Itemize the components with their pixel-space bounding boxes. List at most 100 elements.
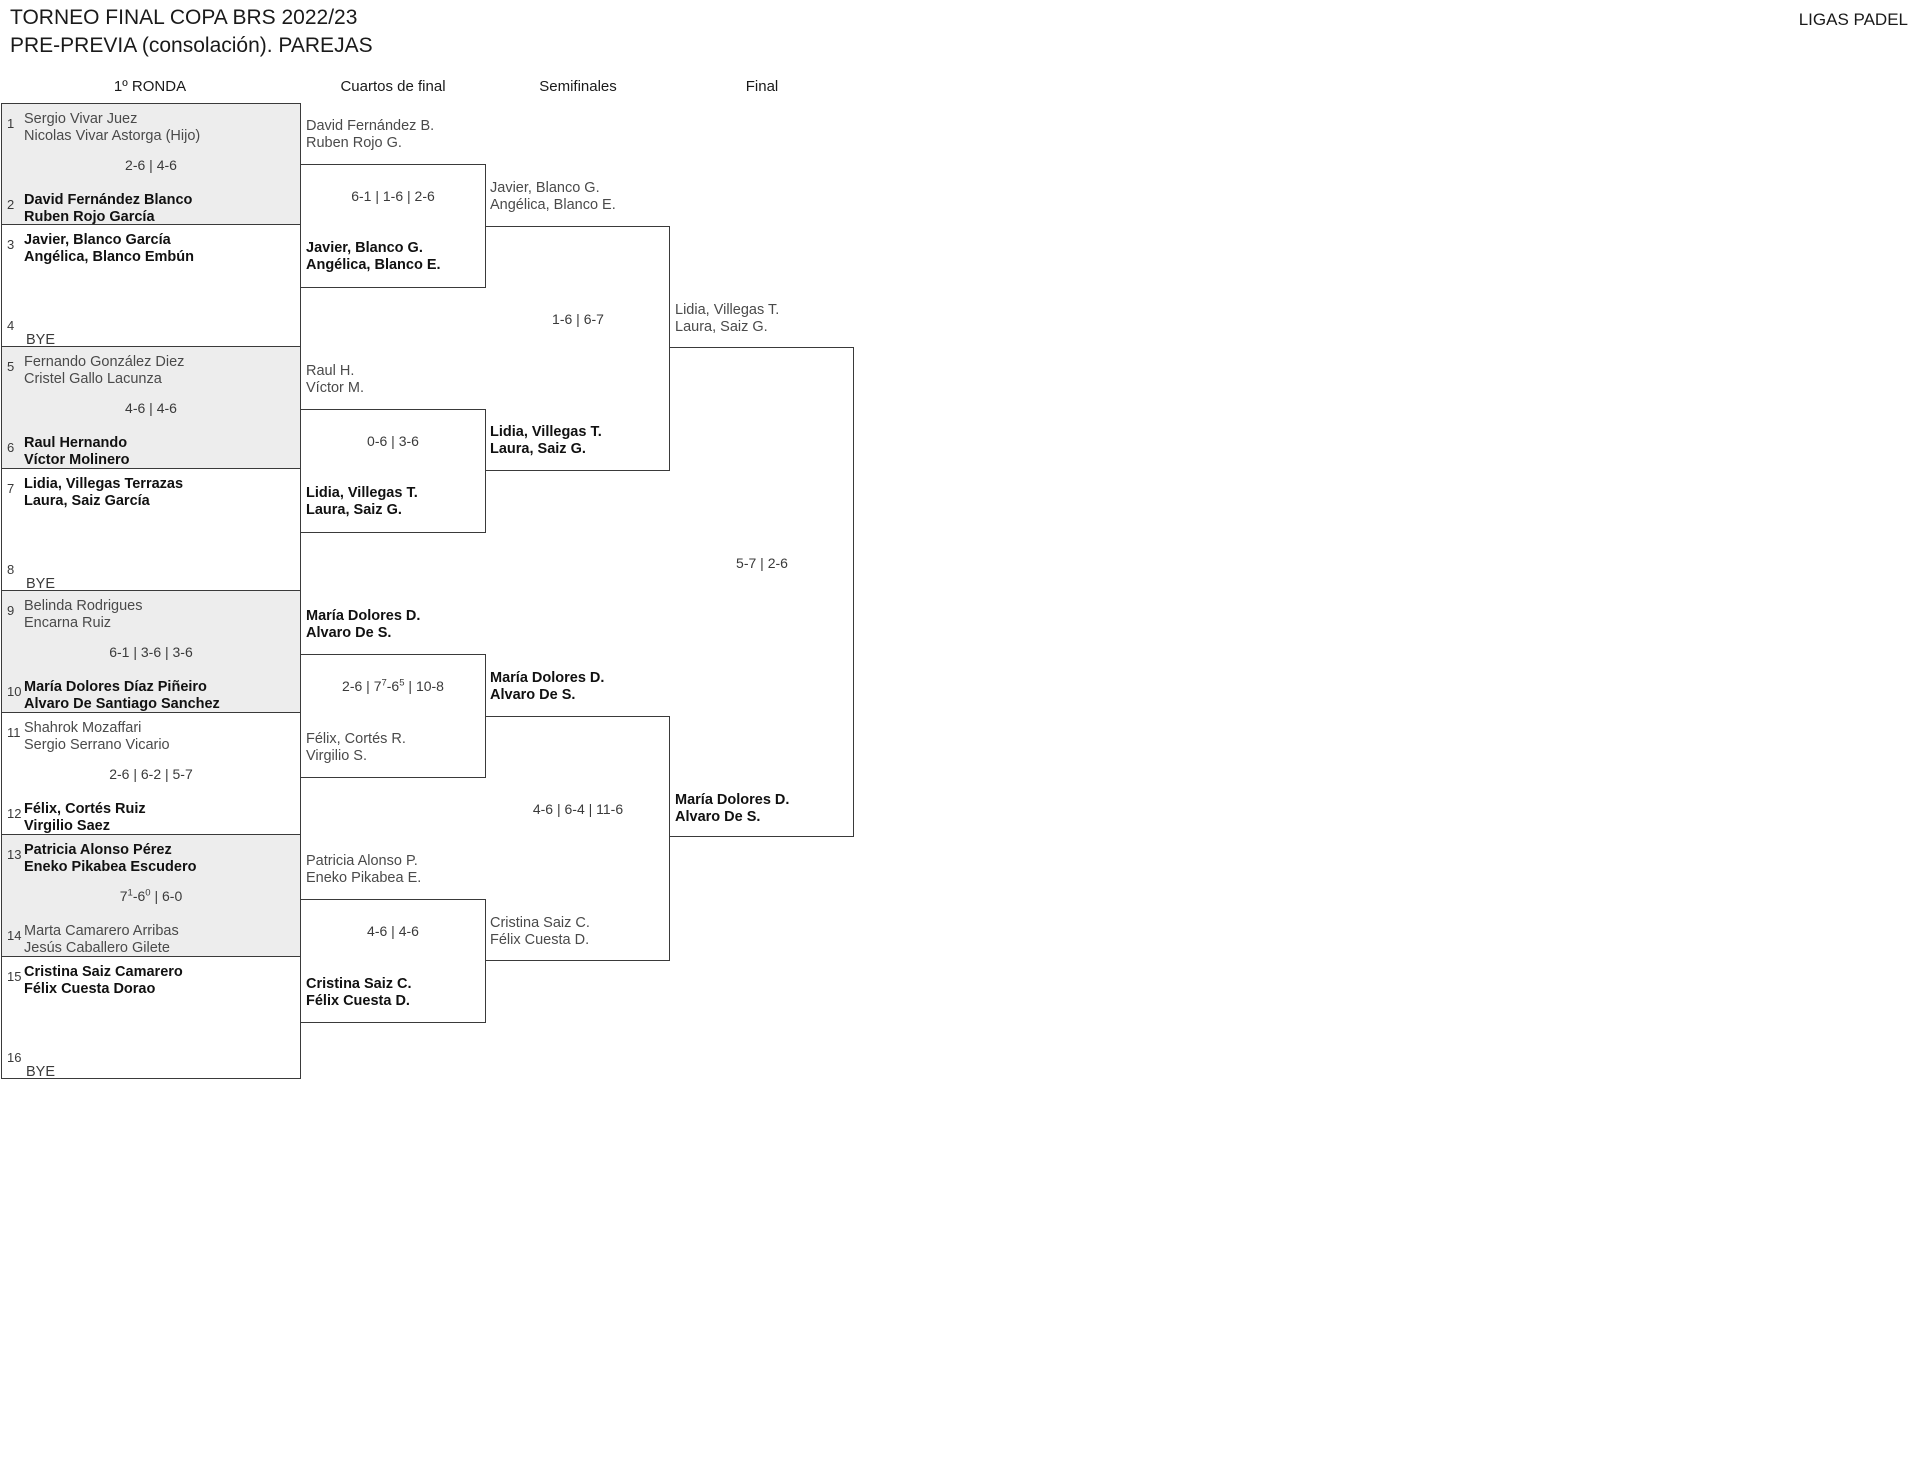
r1-match-5[interactable]: 9 Belinda Rodrigues Encarna Ruiz 6-1 | 3…: [1, 591, 301, 713]
player-line-2: Jesús Caballero Gilete: [24, 939, 170, 956]
player-line-1: María Dolores D.: [675, 792, 790, 808]
r1-slot-15[interactable]: 15 Cristina Saiz Camarero Félix Cuesta D…: [2, 957, 300, 1018]
seed-number: 10: [7, 684, 22, 699]
qf-match-4-score: 4-6 | 4-6: [367, 923, 419, 939]
sf-match-1-score: 1-6 | 6-7: [552, 311, 604, 327]
qf-match-4-box[interactable]: [301, 899, 486, 1023]
player-line-2: Laura, Saiz García: [24, 492, 150, 509]
player-line-2: Félix Cuesta D.: [306, 992, 410, 1009]
r1-slot-10[interactable]: 10 María Dolores Díaz Piñeiro Alvaro De …: [2, 652, 300, 713]
player-line-2: Angélica, Blanco E.: [306, 256, 441, 273]
qf-match-4-top: Patricia Alonso P. Eneko Pikabea E.: [306, 853, 421, 886]
seed-number: 2: [7, 197, 15, 212]
player-line-1: Patricia Alonso P.: [306, 853, 418, 869]
player-names: Lidia, Villegas Terrazas Laura, Saiz Gar…: [24, 476, 296, 509]
player-line-2: Encarna Ruiz: [24, 614, 112, 631]
player-line-1: Belinda Rodrigues: [24, 598, 143, 614]
bye-label: BYE: [26, 332, 56, 348]
r1-slot-13[interactable]: 13 Patricia Alonso Pérez Eneko Pikabea E…: [2, 835, 300, 896]
r1-slot-3[interactable]: 3 Javier, Blanco García Angélica, Blanco…: [2, 225, 300, 286]
player-line-1: Fernando González Diez: [24, 354, 185, 370]
qf-match-2-bottom: Lidia, Villegas T. Laura, Saiz G.: [306, 485, 418, 518]
final-match-box[interactable]: [669, 347, 854, 837]
sf-match-1-top: Javier, Blanco G. Angélica, Blanco E.: [490, 180, 616, 213]
final-top: Lidia, Villegas T. Laura, Saiz G.: [675, 302, 779, 335]
r1-match-2[interactable]: 3 Javier, Blanco García Angélica, Blanco…: [1, 225, 301, 348]
player-names: Fernando González Diez Cristel Gallo Lac…: [24, 354, 296, 387]
match-divider: [2, 834, 300, 835]
r1-slot-5[interactable]: 5 Fernando González Diez Cristel Gallo L…: [2, 347, 300, 408]
seed-number: 3: [7, 237, 15, 252]
player-names: David Fernández Blanco Ruben Rojo García: [24, 192, 296, 225]
player-line-1: Marta Camarero Arribas: [24, 923, 179, 939]
player-line-1: Lidia, Villegas T.: [490, 424, 602, 440]
qf-match-2-box[interactable]: [301, 409, 486, 533]
r1-slot-9[interactable]: 9 Belinda Rodrigues Encarna Ruiz: [2, 591, 300, 652]
seed-number: 5: [7, 359, 15, 374]
r1-match-6[interactable]: 11 Shahrok Mozaffari Sergio Serrano Vica…: [1, 713, 301, 835]
r1-slot-6[interactable]: 6 Raul Hernando Víctor Molinero: [2, 408, 300, 469]
sf-match-2-box[interactable]: [485, 716, 670, 961]
r1-slot-2[interactable]: 2 David Fernández Blanco Ruben Rojo Garc…: [2, 165, 300, 226]
qf-match-3-bottom: Félix, Cortés R. Virgilio S.: [306, 731, 406, 764]
match-score: 4-6 | 4-6: [125, 400, 177, 416]
player-line-1: Lidia, Villegas Terrazas: [24, 476, 184, 492]
r1-slot-8[interactable]: 8 BYE: [2, 530, 300, 592]
r1-match-8[interactable]: 15 Cristina Saiz Camarero Félix Cuesta D…: [1, 957, 301, 1080]
r1-slot-14[interactable]: 14 Marta Camarero Arribas Jesús Caballer…: [2, 896, 300, 957]
r1-slot-11[interactable]: 11 Shahrok Mozaffari Sergio Serrano Vica…: [2, 713, 300, 774]
player-line-1: Javier, Blanco G.: [306, 240, 423, 256]
sf-match-1-box[interactable]: [485, 226, 670, 471]
match-divider: [2, 956, 300, 957]
match-divider: [2, 590, 300, 591]
player-names: Marta Camarero Arribas Jesús Caballero G…: [24, 923, 296, 956]
player-names: Patricia Alonso Pérez Eneko Pikabea Escu…: [24, 842, 296, 875]
r1-slot-1[interactable]: 1 Sergio Vivar Juez Nicolas Vivar Astorg…: [2, 104, 300, 165]
seed-number: 11: [7, 725, 21, 740]
player-line-1: María Dolores D.: [490, 670, 605, 686]
round-heading-qf: Cuartos de final: [340, 78, 446, 95]
sf-match-2-score: 4-6 | 6-4 | 11-6: [532, 801, 624, 817]
player-line-1: David Fernández B.: [306, 118, 435, 134]
player-names: Félix, Cortés Ruiz Virgilio Saez: [24, 801, 296, 834]
bye-label: BYE: [26, 576, 56, 592]
seed-number: 12: [7, 806, 22, 821]
match-score: 71-60 | 6-0: [119, 887, 183, 904]
match-score: 6-1 | 3-6 | 3-6: [109, 644, 193, 660]
brand-label: LIGAS PADEL: [1798, 10, 1908, 29]
r1-slot-7[interactable]: 7 Lidia, Villegas Terrazas Laura, Saiz G…: [2, 469, 300, 530]
player-line-1: Patricia Alonso Pérez: [24, 842, 172, 858]
r1-match-4[interactable]: 7 Lidia, Villegas Terrazas Laura, Saiz G…: [1, 469, 301, 592]
r1-match-3[interactable]: 5 Fernando González Diez Cristel Gallo L…: [1, 347, 301, 469]
seed-number: 4: [7, 318, 15, 333]
seed-number: 7: [7, 481, 15, 496]
bye-label: BYE: [26, 1064, 56, 1080]
player-line-2: Alvaro De S.: [490, 686, 576, 703]
qf-match-2-score: 0-6 | 3-6: [367, 433, 419, 449]
seed-number: 15: [7, 969, 22, 984]
player-line-2: Virgilio Saez: [24, 817, 110, 834]
player-line-2: Víctor M.: [306, 379, 365, 396]
seed-number: 9: [7, 603, 15, 618]
round-heading-final: Final: [745, 78, 779, 95]
round-heading-r1: 1º RONDA: [113, 78, 187, 95]
r1-match-1[interactable]: 1 Sergio Vivar Juez Nicolas Vivar Astorg…: [1, 103, 301, 225]
player-names: Javier, Blanco García Angélica, Blanco E…: [24, 232, 296, 265]
player-line-2: Víctor Molinero: [24, 451, 130, 468]
r1-slot-4[interactable]: 4 BYE: [2, 286, 300, 348]
seed-number: 16: [7, 1050, 22, 1065]
r1-match-7[interactable]: 13 Patricia Alonso Pérez Eneko Pikabea E…: [1, 835, 301, 957]
player-line-1: Félix, Cortés R.: [306, 731, 406, 747]
player-line-2: Laura, Saiz G.: [306, 501, 402, 518]
player-line-1: Raul H.: [306, 363, 355, 379]
player-line-2: Eneko Pikabea E.: [306, 869, 422, 886]
player-names: Shahrok Mozaffari Sergio Serrano Vicario: [24, 720, 296, 753]
page-title: TORNEO FINAL COPA BRS 2022/23 PRE-PREVIA…: [10, 4, 373, 60]
sf-match-1-bottom: Lidia, Villegas T. Laura, Saiz G.: [490, 424, 602, 457]
match-score: 2-6 | 4-6: [125, 157, 177, 173]
match-divider: [2, 712, 300, 713]
match-divider: [2, 346, 300, 347]
player-line-1: María Dolores Díaz Piñeiro: [24, 679, 207, 695]
r1-slot-16[interactable]: 16 BYE: [2, 1018, 300, 1080]
r1-slot-12[interactable]: 12 Félix, Cortés Ruiz Virgilio Saez: [2, 774, 300, 835]
